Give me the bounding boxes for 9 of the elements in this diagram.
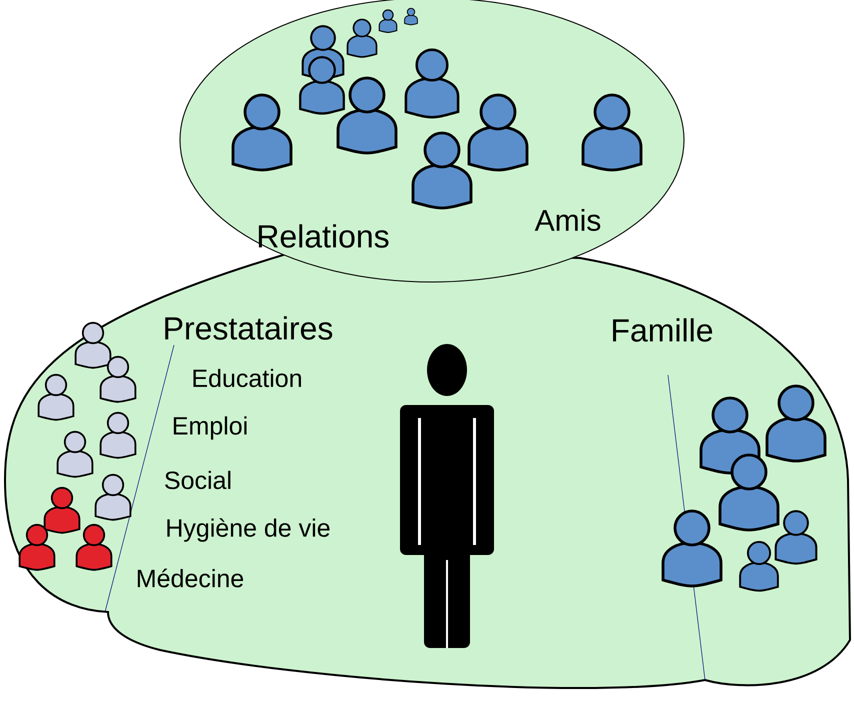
group-label: Famille: [613, 318, 712, 342]
group-label: Prestataires: [165, 316, 332, 340]
group-label: Amis: [534, 208, 600, 232]
category-label: Hygiène de vie: [167, 518, 330, 542]
category-label: Médecine: [138, 568, 244, 588]
category-label: Education: [193, 368, 301, 388]
group-label: Relations: [258, 224, 389, 248]
category-label: Emploi: [174, 416, 247, 440]
category-label: Social: [165, 470, 230, 490]
